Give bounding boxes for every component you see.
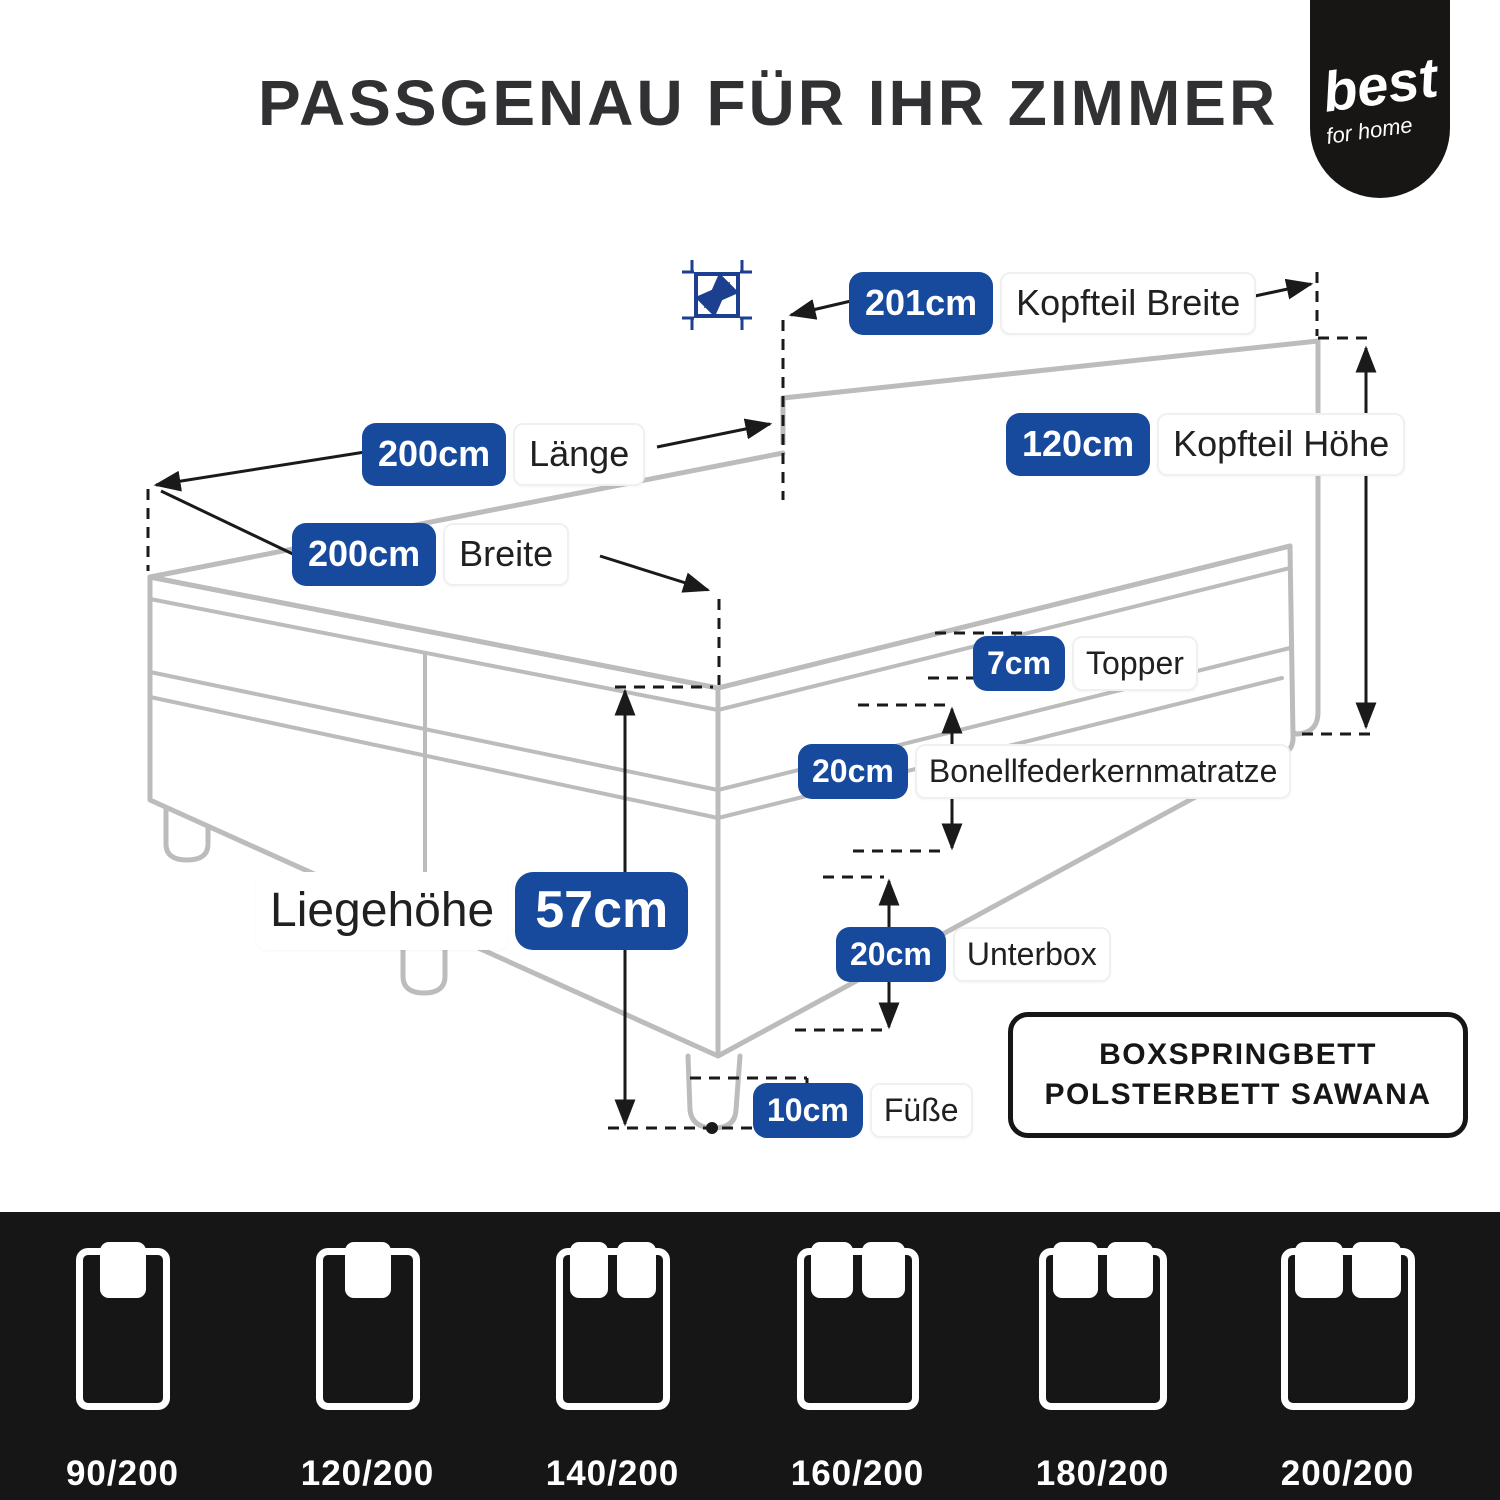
resize-icon: [682, 260, 752, 330]
size-option-180-200: 180/200: [980, 1212, 1225, 1500]
bed-size-icon: [555, 1242, 670, 1410]
size-label: 140/200: [545, 1454, 680, 1493]
dimension-label: Breite: [443, 523, 570, 586]
size-label: 160/200: [790, 1454, 925, 1493]
callout-fuesse: 10cm Füße: [753, 1083, 973, 1138]
callout-kopfteil-breite: 201cm Kopfteil Breite: [849, 272, 1257, 335]
arrow-laenge-right: [656, 418, 773, 449]
callout-liegehoehe: Liegehöhe 57cm: [256, 872, 689, 950]
product-line-2: POLSTERBETT SAWANA: [1044, 1078, 1432, 1111]
pillow-icon: [344, 1242, 391, 1298]
callout-matratze: 20cm Bonellfederkernmatratze: [798, 744, 1292, 799]
dimension-label: Kopfteil Höhe: [1157, 413, 1406, 476]
arrow-breite-right: [599, 554, 711, 593]
pillow-icon: [617, 1242, 656, 1298]
product-name-box: BOXSPRINGBETT POLSTERBETT SAWANA: [1008, 1012, 1468, 1138]
callout-unterbox: 20cm Unterbox: [836, 927, 1111, 982]
size-option-90-200: 90/200: [0, 1212, 245, 1500]
bed-top-surface: [150, 443, 1290, 688]
bed-size-icon: [1280, 1242, 1415, 1410]
value-badge: 7cm: [973, 636, 1066, 691]
brand-name: best: [1318, 45, 1442, 124]
page-title: PASSGENAU FÜR IHR ZIMMER: [258, 67, 1279, 139]
value-badge: 10cm: [753, 1083, 863, 1138]
value-badge: 200cm: [362, 423, 507, 486]
box-seam: [148, 676, 1284, 820]
callout-kopfteil-hoehe: 120cm Kopfteil Höhe: [1006, 413, 1406, 476]
pillow-icon: [862, 1242, 905, 1298]
bed-size-icon: [796, 1242, 919, 1410]
floor-dot: [706, 1122, 718, 1134]
dimension-label: Kopfteil Breite: [1000, 272, 1257, 335]
size-option-120-200: 120/200: [245, 1212, 490, 1500]
value-badge: 57cm: [515, 872, 689, 950]
value-badge: 200cm: [292, 523, 437, 586]
value-badge: 20cm: [798, 744, 908, 799]
size-strip: 90/200 120/200 140/200 160/200 180/200: [0, 1212, 1500, 1500]
arrow-laenge-left: [153, 450, 366, 492]
pillow-icon: [1352, 1242, 1401, 1298]
dimension-label: Füße: [869, 1083, 973, 1138]
product-line-1: BOXSPRINGBETT: [1099, 1038, 1377, 1071]
pillow-icon: [569, 1242, 608, 1298]
size-label: 120/200: [300, 1454, 435, 1493]
value-badge: 120cm: [1006, 413, 1151, 476]
dimension-label: Liegehöhe: [256, 872, 509, 950]
size-option-160-200: 160/200: [735, 1212, 980, 1500]
topper-seam: [148, 566, 1292, 712]
value-badge: 20cm: [836, 927, 946, 982]
dimension-label: Länge: [513, 423, 646, 486]
callout-laenge: 200cm Länge: [362, 423, 646, 486]
size-option-200-200: 200/200: [1225, 1212, 1470, 1500]
bed-size-icon: [315, 1242, 420, 1410]
bed-back-edge: [147, 450, 786, 580]
bed-size-icon: [75, 1242, 170, 1410]
arrow-kopfteil-breite-right: [1254, 278, 1314, 300]
dimension-label: Bonellfederkernmatratze: [914, 744, 1292, 799]
bed-size-icon: [1038, 1242, 1167, 1410]
pillow-icon: [99, 1242, 146, 1298]
pillow-icon: [1294, 1242, 1343, 1298]
pillow-icon: [1052, 1242, 1098, 1298]
dimension-label: Unterbox: [952, 927, 1111, 982]
bed-foot-front: [685, 1053, 743, 1131]
pillow-icon: [810, 1242, 853, 1298]
arrow-kopfteil-breite-left: [788, 299, 852, 320]
dimension-label: Topper: [1072, 636, 1198, 691]
size-label: 180/200: [1035, 1454, 1170, 1493]
size-label: 200/200: [1280, 1454, 1415, 1493]
mattress-seam: [148, 646, 1292, 792]
callout-topper: 7cm Topper: [973, 636, 1198, 691]
brand-logo: best for home: [1310, 0, 1450, 198]
callout-breite: 200cm Breite: [292, 523, 570, 586]
pillow-icon: [1107, 1242, 1153, 1298]
size-option-140-200: 140/200: [490, 1212, 735, 1500]
value-badge: 201cm: [849, 272, 994, 335]
size-label: 90/200: [65, 1454, 180, 1493]
arrow-breite-left: [160, 489, 298, 558]
